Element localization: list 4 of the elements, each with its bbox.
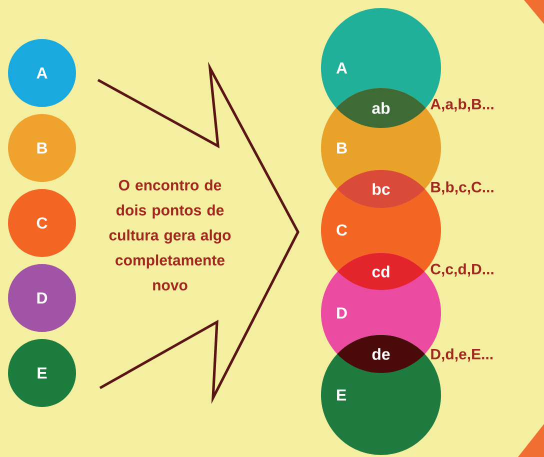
overlap-lens: de <box>337 335 425 373</box>
overlap-lens: ab <box>336 88 426 128</box>
overlap-lens: bc <box>337 170 425 208</box>
overlap-lens: cd <box>338 253 424 290</box>
